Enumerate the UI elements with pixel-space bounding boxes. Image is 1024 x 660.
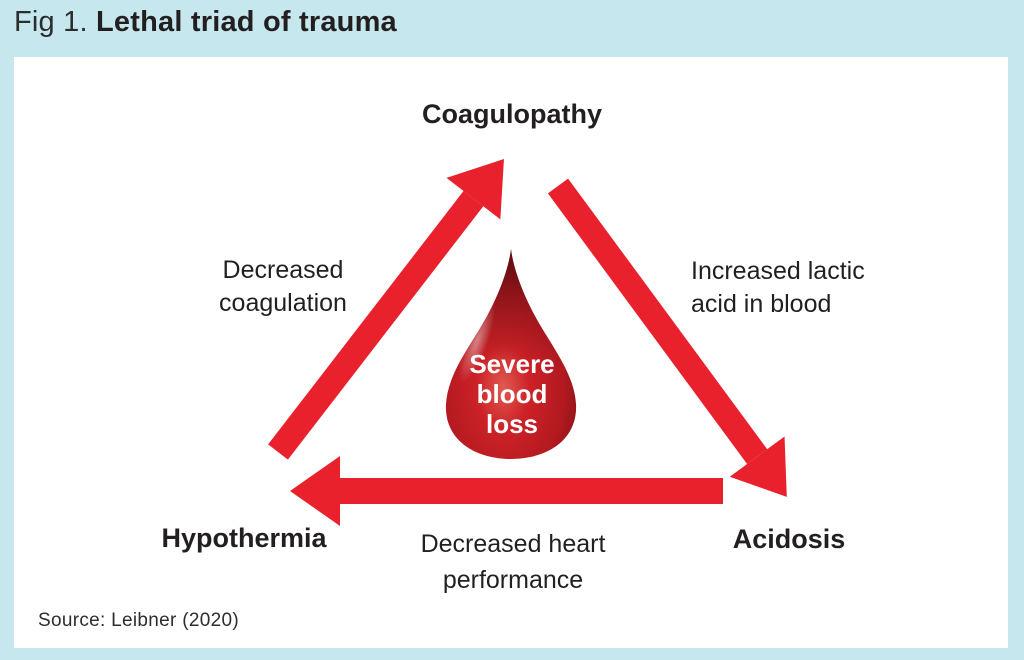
edge-label-decreased-coagulation: Decreased coagulation [219, 256, 347, 317]
node-hypothermia: Hypothermia [161, 523, 327, 553]
arrow-hypothermia-to-coagulopathy [268, 159, 504, 460]
node-coagulopathy: Coagulopathy [422, 99, 602, 129]
severe-blood-loss-label: Severe blood loss [469, 349, 555, 439]
node-acidosis: Acidosis [732, 524, 846, 554]
source-citation: Source: Leibner (2020) [38, 610, 239, 631]
arrow-acidosis-to-hypothermia [290, 456, 723, 526]
arrow-coagulopathy-to-acidosis [547, 178, 787, 497]
figure-title: Fig 1. Lethal triad of trauma [14, 6, 397, 39]
figure-number: Fig 1. [14, 6, 88, 38]
edge-label-decreased-heart-performance: Decreased heart performance [420, 530, 606, 594]
figure-name: Lethal triad of trauma [96, 6, 397, 38]
edge-label-increased-lactic-acid: Increased lactic acid in blood [691, 257, 865, 318]
blood-drop-icon [445, 249, 577, 459]
